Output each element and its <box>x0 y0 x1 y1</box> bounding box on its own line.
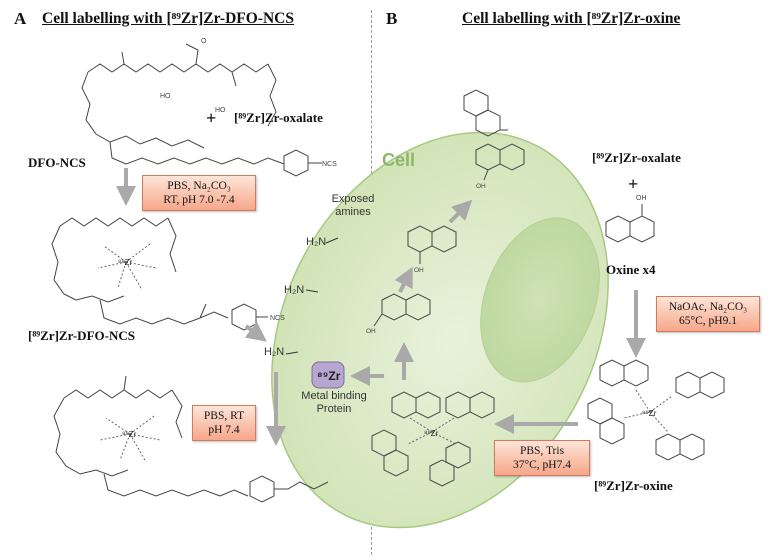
zr-atom-a2: ⁸⁹Zr <box>122 430 137 439</box>
protein-badge-label: ⁸⁹Zr <box>317 369 341 383</box>
condition-a2-line1: PBS, RT <box>203 410 245 422</box>
condition-b1-line1: NaOAc, Na₂CO₃ <box>668 301 748 313</box>
panel-b-title: Cell labelling with [⁸⁹Zr]Zr-oxine <box>462 10 681 27</box>
oh-label-3: OH <box>476 183 486 190</box>
svg-text:NCS: NCS <box>322 161 337 168</box>
oh-label-1: OH <box>366 328 376 335</box>
protein-label-line1: Metal binding <box>301 390 367 402</box>
panel-b-letter: B <box>386 9 398 28</box>
exposed-amines-label: Exposed amines <box>318 193 388 219</box>
zr-oxalate-a-label: [⁸⁹Zr]Zr-oxalate <box>234 110 323 125</box>
zr-atom-a1: ⁸⁹Zr <box>118 258 133 267</box>
amine-bond-3 <box>285 351 299 355</box>
zr-dfo-ncs-structure <box>51 217 268 331</box>
condition-a1-line2: RT, pH 7.0 -7.4 <box>163 194 235 206</box>
conjugate-coordination <box>99 415 161 463</box>
oxine-top <box>463 89 508 137</box>
condition-a2-line2: pH 7.4 <box>208 424 240 436</box>
oxine-cell-2 <box>407 225 457 264</box>
arrow-a2 <box>244 321 267 342</box>
condition-b1-line2: 65°C, pH9.1 <box>679 315 737 327</box>
svg-text:NCS: NCS <box>270 315 285 322</box>
condition-b2-line1: PBS, Tris <box>519 445 565 457</box>
dfo-ncs-structure <box>81 43 322 177</box>
oxine-cell-3 <box>475 143 525 181</box>
amine-2: H₂N <box>284 284 305 296</box>
condition-b2: PBS, Tris 37°C, pH7.4 <box>494 440 590 476</box>
zr-oxine-label: [⁸⁹Zr]Zr-oxine <box>594 478 673 493</box>
protein-badge <box>311 361 345 389</box>
protein-label-line2: Protein <box>316 403 352 415</box>
oxine-cell-1 <box>373 293 431 327</box>
zr-oxine-bonds <box>623 389 673 433</box>
amine-3: H₂N <box>264 346 285 358</box>
protein-label: Metal binding Protein <box>296 390 372 416</box>
oxine-oh: OH <box>636 195 647 202</box>
zr-dfo-coordination <box>97 243 157 291</box>
amine-1: H₂N <box>306 236 327 248</box>
oxine-reagent-structure <box>605 204 655 243</box>
plus-a: + <box>206 108 217 128</box>
cell-nucleus <box>480 217 600 383</box>
cell-conjugate-structure <box>53 375 329 503</box>
zr-dfo-ncs-label: [⁸⁹Zr]Zr-DFO-NCS <box>28 328 135 343</box>
cell-label: Cell <box>382 150 416 170</box>
amine-bond-2 <box>305 289 319 293</box>
svg-text:O: O <box>201 38 207 45</box>
zr-oxalate-b-label: [⁸⁹Zr]Zr-oxalate <box>592 150 681 165</box>
arrow-cell-up3 <box>448 199 473 224</box>
arrow-cell-up2 <box>394 266 413 293</box>
zr-oxine-cell-complex <box>371 391 495 487</box>
svg-text:HO: HO <box>160 93 171 100</box>
zr-atom-cell: ⁸⁹Zr <box>424 429 439 438</box>
panel-a-letter: A <box>14 9 27 28</box>
dfo-ncs-label: DFO-NCS <box>28 155 86 170</box>
condition-a1-line1: PBS, Na₂CO₃ <box>167 180 231 192</box>
svg-text:HO: HO <box>215 107 226 114</box>
zr-atom-b: ⁸⁹Zr <box>642 409 657 418</box>
exposed-amines-line1: Exposed <box>331 193 375 205</box>
oxine-x4-label: Oxine x4 <box>606 262 656 277</box>
zr-oxine-complex <box>587 359 725 461</box>
plus-b: + <box>628 174 639 194</box>
condition-b1: NaOAc, Na₂CO₃ 65°C, pH9.1 <box>656 296 760 332</box>
condition-a2: PBS, RT pH 7.4 <box>192 405 256 441</box>
zr-oxine-cell-bonds <box>407 417 457 445</box>
exposed-amines-line2: amines <box>335 206 371 218</box>
condition-a1: PBS, Na₂CO₃ RT, pH 7.0 -7.4 <box>142 175 256 211</box>
oh-label-2: OH <box>414 267 424 274</box>
panel-a-title: Cell labelling with [⁸⁹Zr]Zr-DFO-NCS <box>42 10 294 27</box>
amine-bond-1 <box>325 237 339 244</box>
condition-b2-line2: 37°C, pH7.4 <box>513 459 571 471</box>
